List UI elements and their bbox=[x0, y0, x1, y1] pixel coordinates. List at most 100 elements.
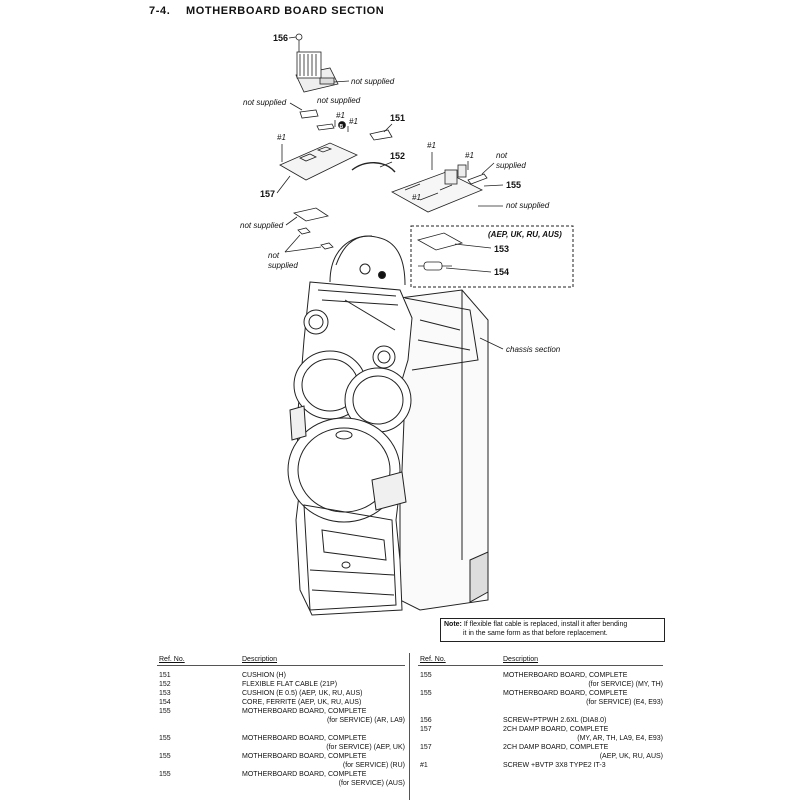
motherboard-155 bbox=[391, 164, 488, 213]
parts-row: 154 CORE, FERRITE (AEP, UK, RU, AUS) bbox=[157, 698, 405, 707]
section-name: MOTHERBOARD BOARD SECTION bbox=[186, 5, 385, 17]
description: 2CH DAMP BOARD, COMPLETE bbox=[503, 744, 609, 751]
cushion-153 bbox=[416, 232, 464, 251]
supplied-label: supplied bbox=[496, 161, 526, 170]
ref-no: 155 bbox=[159, 735, 171, 742]
callout-152: 152 bbox=[390, 151, 405, 161]
region-variant-box bbox=[410, 225, 574, 288]
parts-row: 156 SCREW+PTPWH 2.6XL (DIA8.0) bbox=[418, 716, 663, 725]
ref-no: #1 bbox=[420, 762, 428, 769]
callout-153: 153 bbox=[494, 244, 509, 254]
not-supplied-label: not supplied bbox=[317, 96, 361, 105]
replacement-note: Note: If flexible flat cable is replaced… bbox=[440, 618, 665, 642]
parts-row: 152 FLEXIBLE FLAT CABLE (21P) bbox=[157, 680, 405, 689]
not-supplied-label: not supplied bbox=[506, 201, 550, 210]
ref-no: 155 bbox=[420, 690, 432, 697]
description-line-2: (for SERVICE) (RU) bbox=[342, 762, 405, 769]
speaker-unit bbox=[287, 235, 489, 616]
chassis-section-label: chassis section bbox=[506, 345, 561, 354]
note-line-2: it in the same form as that before repla… bbox=[463, 630, 608, 637]
screw-hash-label: #1 bbox=[465, 151, 474, 160]
spacer-sheet bbox=[293, 207, 329, 222]
description-line-2: (MY, AR, TH, LA9, E4, E93) bbox=[577, 735, 663, 742]
description: SCREW+PTPWH 2.6XL (DIA8.0) bbox=[503, 717, 607, 724]
screw-hash-label: #1 bbox=[336, 111, 345, 120]
flat-cable-152 bbox=[351, 162, 396, 173]
cushion-151 bbox=[369, 129, 393, 141]
note-label: Note: bbox=[444, 621, 462, 628]
ref-no: 154 bbox=[159, 699, 171, 706]
screw-hash-label: #1 bbox=[277, 133, 286, 142]
marker-b-label: B bbox=[340, 124, 344, 130]
ref-no: 155 bbox=[159, 708, 171, 715]
parts-header: Ref. No. Description bbox=[157, 655, 405, 666]
parts-row: 155 MOTHERBOARD BOARD, COMPLETE (for SERVI… bbox=[157, 770, 405, 788]
description: MOTHERBOARD BOARD, COMPLETE bbox=[242, 771, 367, 778]
parts-row: #1 SCREW +BVTP 3X8 TYPE2 IT-3 bbox=[418, 761, 663, 770]
not-supplied-label: not supplied bbox=[351, 77, 395, 86]
not-label: not bbox=[268, 251, 280, 260]
note-line-1: If flexible flat cable is replaced, inst… bbox=[463, 621, 628, 628]
ref-no: 155 bbox=[159, 753, 171, 760]
parts-row: 155 MOTHERBOARD BOARD, COMPLETE (for SERVI… bbox=[157, 752, 405, 770]
not-label: not bbox=[496, 151, 508, 160]
description: MOTHERBOARD BOARD, COMPLETE bbox=[242, 735, 367, 742]
region-label: (AEP, UK, RU, AUS) bbox=[488, 230, 562, 239]
description: MOTHERBOARD BOARD, COMPLETE bbox=[503, 690, 628, 697]
description-line-2: (for SERVICE) (AR, LA9) bbox=[326, 717, 405, 724]
marker-b-icon bbox=[338, 121, 346, 129]
callout-156: 156 bbox=[273, 33, 288, 43]
ref-no: 157 bbox=[420, 744, 432, 751]
screw-hash-label: #1 bbox=[349, 117, 358, 126]
section-title: 7-4. MOTHERBOARD BOARD SECTION bbox=[149, 5, 384, 17]
callout-151: 151 bbox=[390, 113, 405, 123]
parts-row: 155 MOTHERBOARD BOARD, COMPLETE (for SERVI… bbox=[418, 689, 663, 707]
screw-hash-label: #1 bbox=[427, 141, 436, 150]
ref-header: Ref. No. bbox=[159, 656, 185, 663]
parts-header: Ref. No. Description bbox=[418, 655, 663, 666]
description-line-2: (for SERVICE) (AUS) bbox=[338, 780, 405, 787]
callout-154: 154 bbox=[494, 267, 509, 277]
callout-157: 157 bbox=[260, 189, 275, 199]
ref-no: 151 bbox=[159, 672, 171, 679]
description: CUSHION (E 0.5) (AEP, UK, RU, AUS) bbox=[242, 690, 363, 697]
parts-row: 155 MOTHERBOARD BOARD, COMPLETE (for SERVI… bbox=[157, 707, 405, 725]
section-number: 7-4. bbox=[149, 5, 171, 17]
description-line-2: (for SERVICE) (E4, E93) bbox=[586, 699, 663, 706]
ref-no: 153 bbox=[159, 690, 171, 697]
description: CORE, FERRITE (AEP, UK, RU, AUS) bbox=[242, 699, 362, 706]
ref-no: 155 bbox=[159, 771, 171, 778]
supplied-label: supplied bbox=[268, 261, 298, 270]
column-divider bbox=[409, 653, 410, 800]
description: MOTHERBOARD BOARD, COMPLETE bbox=[242, 708, 367, 715]
ref-no: 152 bbox=[159, 681, 171, 688]
desc-header: Description bbox=[503, 656, 539, 663]
description-line-2: (for SERVICE) (MY, TH) bbox=[588, 681, 663, 688]
parts-row: 153 CUSHION (E 0.5) (AEP, UK, RU, AUS) bbox=[157, 689, 405, 698]
not-supplied-label: not supplied bbox=[243, 98, 287, 107]
ferrite-core-154 bbox=[423, 261, 443, 271]
description: 2CH DAMP BOARD, COMPLETE bbox=[503, 726, 609, 733]
description: MOTHERBOARD BOARD, COMPLETE bbox=[503, 672, 628, 679]
description: SCREW +BVTP 3X8 TYPE2 IT-3 bbox=[503, 762, 606, 769]
screw-156-icon bbox=[295, 33, 303, 41]
description-line-2: (for SERVICE) (AEP, UK) bbox=[326, 744, 405, 751]
ref-no: 155 bbox=[420, 672, 432, 679]
ref-no: 157 bbox=[420, 726, 432, 733]
parts-row: 155 MOTHERBOARD BOARD, COMPLETE (for SERVI… bbox=[418, 671, 663, 689]
description: MOTHERBOARD BOARD, COMPLETE bbox=[242, 753, 367, 760]
ref-header: Ref. No. bbox=[420, 656, 446, 663]
not-supplied-label: not supplied bbox=[240, 221, 284, 230]
parts-row: 157 2CH DAMP BOARD, COMPLETE (MY, AR, TH, … bbox=[418, 725, 663, 743]
heat-sink-part bbox=[295, 51, 339, 93]
insulator-sheet bbox=[299, 109, 319, 119]
description: FLEXIBLE FLAT CABLE (21P) bbox=[242, 681, 338, 688]
parts-row: 155 MOTHERBOARD BOARD, COMPLETE (for SERVI… bbox=[157, 734, 405, 752]
ref-no: 156 bbox=[420, 717, 432, 724]
damp-board-157 bbox=[279, 142, 358, 181]
